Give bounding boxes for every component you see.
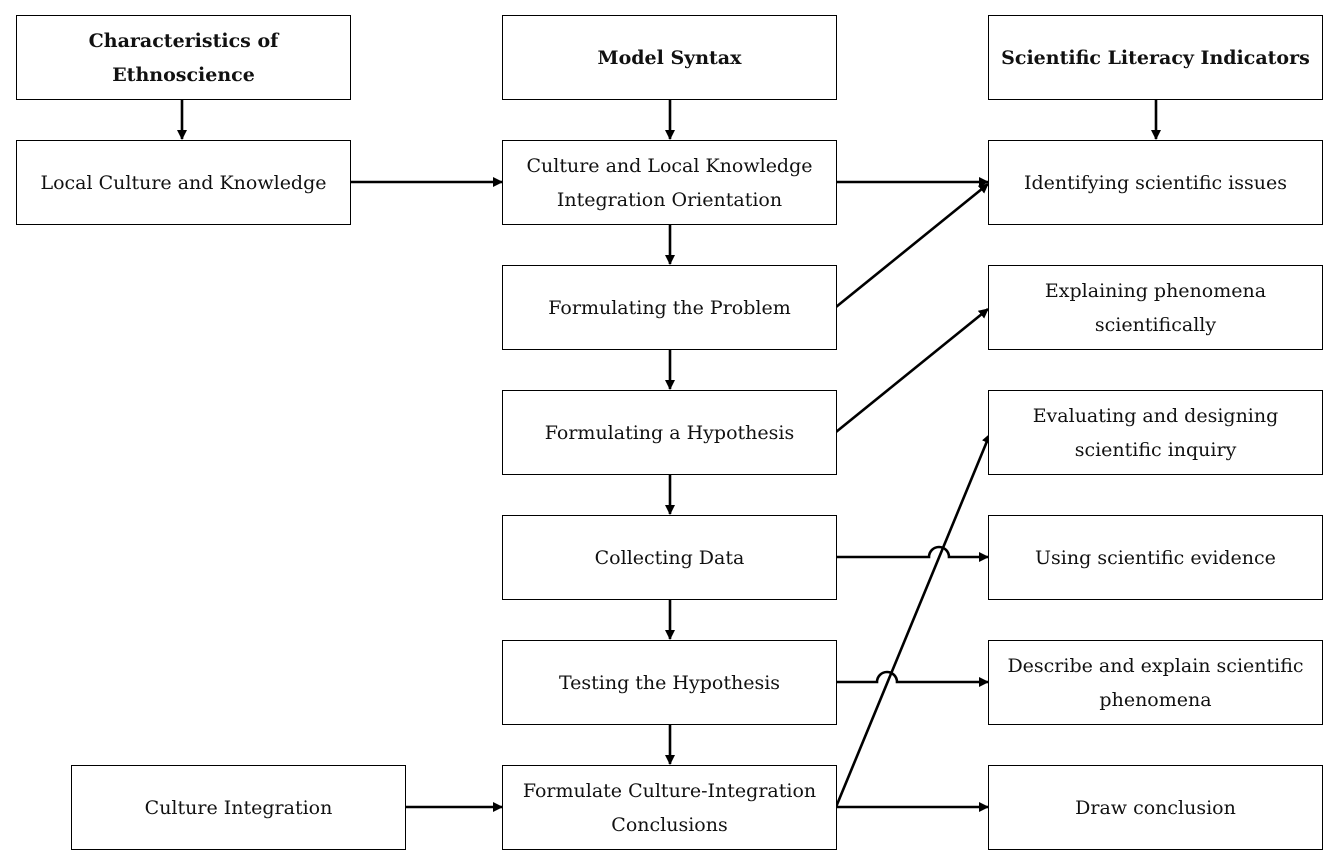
syntax-step-1: Culture and Local Knowledge Integration … bbox=[502, 140, 837, 225]
syntax-step-3-label: Formulating a Hypothesis bbox=[544, 421, 795, 444]
indicator-2: Explaining phenomena scientifically bbox=[988, 265, 1323, 350]
syntax-step-2: Formulating the Problem bbox=[502, 265, 837, 350]
syntax-step-6-label: Formulate Culture-Integration Conclusion… bbox=[522, 779, 817, 836]
syntax-step-4: Collecting Data bbox=[502, 515, 837, 600]
syntax-step-4-label: Collecting Data bbox=[594, 546, 745, 569]
indicator-5: Describe and explain scientific phenomen… bbox=[988, 640, 1323, 725]
indicator-3-label: Evaluating and designing scientific inqu… bbox=[1032, 404, 1279, 461]
box-culture-integration-label: Culture Integration bbox=[144, 796, 333, 819]
box-culture-integration: Culture Integration bbox=[71, 765, 406, 850]
box-local-culture-label: Local Culture and Knowledge bbox=[40, 171, 327, 194]
syntax-step-6: Formulate Culture-Integration Conclusion… bbox=[502, 765, 837, 850]
indicator-3: Evaluating and designing scientific inqu… bbox=[988, 390, 1323, 475]
indicator-6: Draw conclusion bbox=[988, 765, 1323, 850]
header-model-syntax: Model Syntax bbox=[502, 15, 837, 100]
arrow-step4-ind4 bbox=[836, 545, 989, 562]
arrow-step2-ind1 bbox=[835, 182, 989, 309]
arrow-step5-ind5 bbox=[836, 670, 989, 687]
header-ethnoscience: Characteristics of Ethnoscience bbox=[16, 15, 351, 100]
header-literacy-indicators-label: Scientific Literacy Indicators bbox=[1001, 46, 1310, 69]
indicator-4-label: Using scientific evidence bbox=[1035, 546, 1276, 569]
syntax-step-1-label: Culture and Local Knowledge Integration … bbox=[526, 154, 813, 211]
header-model-syntax-label: Model Syntax bbox=[597, 46, 742, 69]
syntax-step-2-label: Formulating the Problem bbox=[548, 296, 791, 319]
indicator-1-label: Identifying scientific issues bbox=[1024, 171, 1287, 194]
syntax-step-5: Testing the Hypothesis bbox=[502, 640, 837, 725]
indicator-2-label: Explaining phenomena scientifically bbox=[1044, 279, 1267, 336]
syntax-step-5-label: Testing the Hypothesis bbox=[558, 671, 781, 694]
syntax-step-3: Formulating a Hypothesis bbox=[502, 390, 837, 475]
indicator-5-label: Describe and explain scientific phenomen… bbox=[1007, 654, 1304, 711]
box-local-culture: Local Culture and Knowledge bbox=[16, 140, 351, 225]
indicator-6-label: Draw conclusion bbox=[1075, 796, 1236, 819]
indicator-1: Identifying scientific issues bbox=[988, 140, 1323, 225]
arrow-step3-ind2 bbox=[835, 307, 989, 434]
indicator-4: Using scientific evidence bbox=[988, 515, 1323, 600]
header-literacy-indicators: Scientific Literacy Indicators bbox=[988, 15, 1323, 100]
arrow-step6-ind3 bbox=[834, 433, 992, 808]
header-ethnoscience-label: Characteristics of Ethnoscience bbox=[88, 29, 279, 86]
